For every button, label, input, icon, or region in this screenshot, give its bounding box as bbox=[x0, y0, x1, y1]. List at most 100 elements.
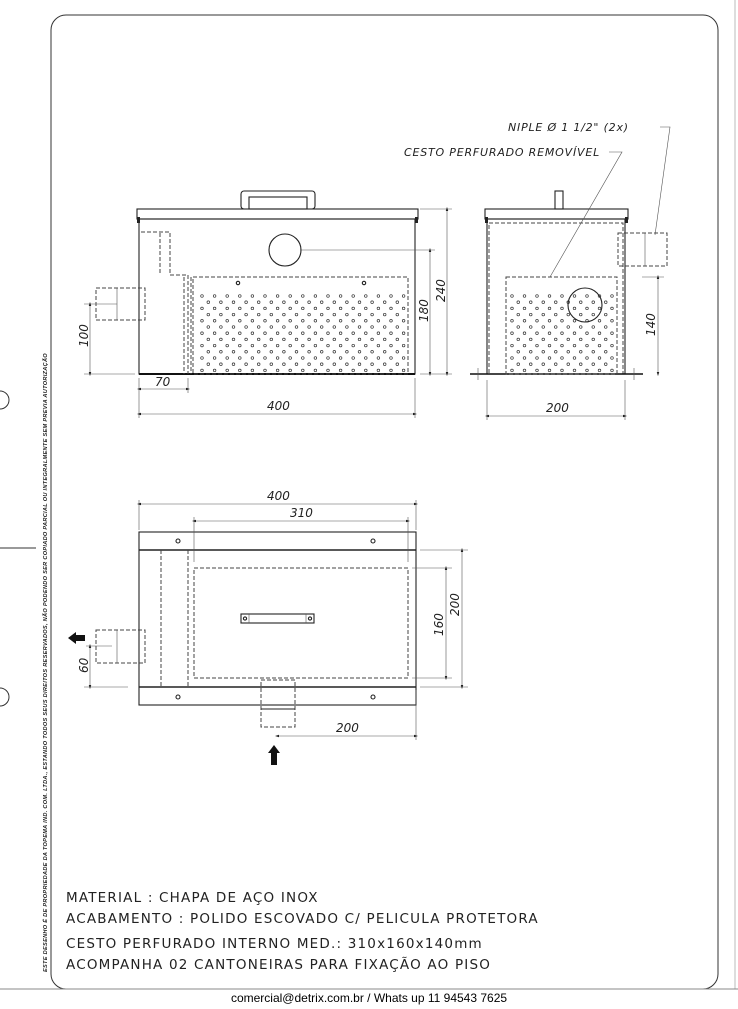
perforation-hole bbox=[560, 356, 564, 360]
perforation-hole bbox=[370, 362, 374, 366]
perforation-hole bbox=[320, 300, 324, 304]
perforation-hole bbox=[510, 319, 514, 323]
perforation-hole bbox=[591, 300, 595, 304]
dim-140: 140 bbox=[644, 313, 658, 336]
perforation-hole bbox=[401, 343, 406, 348]
perforation-hole bbox=[522, 343, 527, 348]
perforation-hole bbox=[516, 350, 520, 354]
outlet-pipe bbox=[617, 232, 668, 267]
perforation-hole bbox=[307, 325, 311, 329]
perforation-hole bbox=[547, 368, 552, 373]
perforation-hole bbox=[282, 362, 286, 366]
punch-hole-mark bbox=[0, 687, 10, 707]
perforation-hole bbox=[313, 343, 318, 348]
lid-handle bbox=[240, 190, 316, 210]
general-notes: MATERIAL : CHAPA DE AÇO INOX ACABAMENTO … bbox=[66, 890, 538, 973]
perforation-hole bbox=[395, 312, 399, 317]
perforation-hole bbox=[231, 300, 236, 304]
perforation-hole bbox=[301, 306, 305, 311]
perforation-hole bbox=[200, 319, 204, 323]
perforation-hole bbox=[282, 337, 286, 342]
perforation-hole bbox=[376, 343, 381, 348]
perforation-hole bbox=[326, 356, 330, 360]
perforation-hole bbox=[364, 356, 368, 360]
perforation-hole bbox=[597, 368, 602, 373]
perforation-hole bbox=[275, 319, 280, 323]
perforation-hole bbox=[200, 368, 204, 373]
perforation-hole bbox=[219, 312, 223, 317]
perforation-hole bbox=[560, 294, 564, 298]
perforation-hole bbox=[541, 337, 545, 342]
perforation-hole bbox=[320, 362, 324, 366]
perforation-hole bbox=[307, 300, 311, 304]
perforation-hole bbox=[250, 294, 255, 298]
perforation-hole bbox=[535, 368, 539, 373]
perforation-hole bbox=[282, 350, 286, 354]
perforation-hole bbox=[269, 300, 273, 304]
perforation-hole bbox=[510, 343, 514, 348]
perforation-hole bbox=[301, 343, 305, 348]
perforation-hole bbox=[597, 331, 602, 335]
perforation-hole bbox=[326, 331, 330, 335]
perforation-hole bbox=[357, 350, 362, 354]
perforation-hole bbox=[212, 356, 217, 360]
perforation-hole bbox=[560, 343, 564, 348]
perforation-hole bbox=[547, 319, 552, 323]
perforation-hole bbox=[238, 306, 242, 311]
perforation-hole bbox=[572, 306, 577, 311]
perforation-hole bbox=[585, 368, 589, 373]
bottom-pipe-top bbox=[260, 679, 296, 728]
perforation-hole bbox=[238, 319, 242, 323]
perforation-hole bbox=[554, 362, 558, 366]
perforation-hole bbox=[389, 343, 393, 348]
front-view: 240 180 100 70 400 bbox=[77, 190, 452, 418]
perforation-hole bbox=[547, 294, 552, 298]
perforation-hole bbox=[566, 337, 570, 342]
perforation-hole bbox=[610, 343, 614, 348]
perforation-hole bbox=[572, 319, 577, 323]
perforation-hole bbox=[610, 368, 614, 373]
dim-60: 60 bbox=[77, 657, 91, 673]
perforation-hole bbox=[250, 306, 255, 311]
punch-hole-mark bbox=[0, 390, 10, 410]
perforation-hole bbox=[231, 350, 236, 354]
perforation-hole bbox=[200, 306, 204, 311]
perforation-hole bbox=[389, 331, 393, 335]
perforation-hole bbox=[591, 350, 595, 354]
perforation-hole bbox=[510, 368, 514, 373]
perforation-hole bbox=[572, 368, 577, 373]
basket-perforations bbox=[200, 294, 406, 373]
perforation-hole bbox=[370, 350, 374, 354]
perforation-hole bbox=[566, 312, 570, 317]
perforation-hole bbox=[541, 312, 545, 317]
perforation-hole bbox=[535, 294, 539, 298]
perforation-hole bbox=[231, 362, 236, 366]
perforation-hole bbox=[529, 325, 533, 329]
handle-top bbox=[240, 613, 315, 624]
perforation-hole bbox=[225, 294, 229, 298]
perforation-hole bbox=[529, 337, 533, 342]
perforation-hole bbox=[522, 306, 527, 311]
perforation-hole bbox=[591, 325, 595, 329]
perforation-hole bbox=[257, 325, 261, 329]
dim-70: 70 bbox=[155, 375, 171, 389]
perforation-hole bbox=[572, 356, 577, 360]
perforation-hole bbox=[257, 337, 261, 342]
perforation-hole bbox=[269, 325, 273, 329]
perforation-hole bbox=[307, 350, 311, 354]
perforation-hole bbox=[238, 356, 242, 360]
dim-160: 160 bbox=[432, 613, 446, 636]
copyright-notice: ESTE DESENHO É DE PROPRIEDADE DA TOPEMA … bbox=[41, 353, 49, 972]
perforation-hole bbox=[357, 312, 362, 317]
perforation-hole bbox=[351, 294, 355, 298]
perforation-hole bbox=[585, 294, 589, 298]
perforation-hole bbox=[604, 362, 608, 366]
basket-perforations-side bbox=[510, 294, 614, 373]
perforation-hole bbox=[566, 350, 570, 354]
perforation-hole bbox=[529, 300, 533, 304]
side-view: 140 200 NIPLE Ø 1 1/2" (2x) CESTO PERFUR… bbox=[404, 121, 671, 420]
perforation-hole bbox=[383, 312, 387, 317]
perforation-hole bbox=[200, 331, 204, 335]
perforation-hole bbox=[510, 331, 514, 335]
